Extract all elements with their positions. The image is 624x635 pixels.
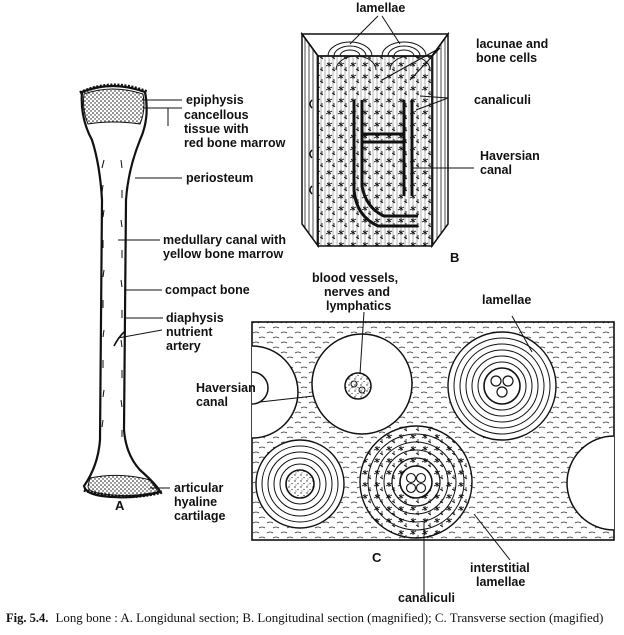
haversian-label-c-1: Haversian — [196, 381, 256, 395]
epiphysis-label: epiphysis — [186, 93, 244, 107]
lacunae-label-2: bone cells — [476, 51, 537, 65]
articular-label-3: cartilage — [174, 509, 225, 523]
interstitial-label-1: interstitial — [470, 561, 530, 575]
haversian-label-b-1: Haversian — [480, 149, 540, 163]
figure-caption: Fig. 5.4. Long bone : A. Longidunal sect… — [6, 611, 603, 625]
medullary-label-1: medullary canal with — [163, 233, 286, 247]
caption-prefix: Fig. 5.4. — [6, 611, 48, 625]
longitudinal-block — [300, 31, 450, 249]
leaders-b — [349, 15, 474, 169]
lacunae-label-1: lacunae and — [476, 37, 548, 51]
osteon-left-edge — [251, 345, 299, 439]
blood-vessels-label-3: lymphatics — [326, 299, 391, 313]
canaliculi-label-b: canaliculi — [474, 93, 531, 107]
blood-vessels-label-2: nerves and — [324, 285, 390, 299]
panel-label-a: A — [115, 498, 125, 513]
haversian-label-b-2: canal — [480, 163, 512, 177]
long-bone-section — [79, 83, 163, 499]
cancellous-label-2: tissue with — [184, 122, 249, 136]
blood-vessels-label-1: blood vessels, — [312, 271, 398, 285]
articular-label-2: hyaline — [174, 495, 217, 509]
osteon-right-edge — [566, 435, 615, 531]
osteon-bottom-left — [255, 439, 345, 529]
lamellae-label-b: lamellae — [356, 1, 405, 15]
leaders-c — [259, 311, 533, 596]
osteon-top-right — [447, 331, 557, 441]
diaphysis-label: diaphysis — [166, 311, 224, 325]
nutrient-label-1: nutrient — [166, 325, 213, 339]
medullary-label-2: yellow bone marrow — [163, 247, 283, 261]
medullary-canal — [108, 170, 118, 426]
panel-label-c: C — [372, 550, 382, 565]
haversian-label-c-2: canal — [196, 395, 228, 409]
nutrient-label-2: artery — [166, 339, 201, 353]
leaders-a — [117, 99, 182, 489]
caption-text: Long bone : A. Longidunal section; B. Lo… — [55, 611, 603, 625]
compact-bone-label: compact bone — [165, 283, 250, 297]
cancellous-label-3: red bone marrow — [184, 136, 286, 150]
epiphysis-region — [83, 88, 145, 125]
periosteum-label: periosteum — [186, 171, 253, 185]
osteon-top-middle — [311, 333, 413, 435]
canaliculi-label-c: canaliculi — [398, 591, 455, 605]
compact-bone-marks — [101, 159, 123, 437]
articular-label-1: articular — [174, 481, 223, 495]
cancellous-label-1: cancellous — [184, 108, 249, 122]
interstitial-label-2: lamellae — [476, 575, 525, 589]
transverse-section — [251, 321, 615, 541]
osteon-bottom-middle — [359, 425, 473, 539]
lamellae-label-c: lamellae — [482, 293, 531, 307]
panel-label-b: B — [450, 250, 459, 265]
